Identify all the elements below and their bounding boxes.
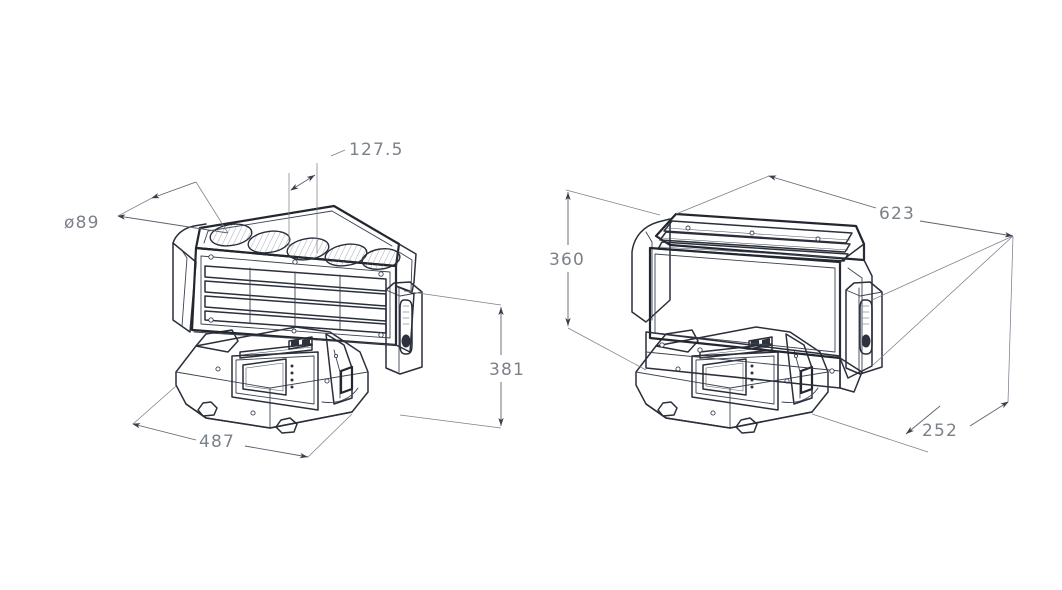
- lens-1: [209, 223, 253, 247]
- dimension-diameter-89: ø89: [64, 181, 229, 234]
- lens-5: [361, 247, 401, 271]
- dimension-height-381: 381: [399, 290, 525, 429]
- dim-label-height-360: 360: [549, 250, 585, 270]
- head-body-left-view: [172, 204, 417, 353]
- dimension-depth-252: 252: [811, 235, 1014, 453]
- dim-label-diameter-89: ø89: [64, 213, 100, 233]
- lens-2: [247, 230, 291, 254]
- dim-label-spacing-127-5: 127.5: [349, 140, 404, 160]
- lens-array-left-view: [209, 223, 401, 271]
- view-right-fixture: [631, 212, 883, 434]
- dim-label-length-623: 623: [879, 204, 915, 224]
- view-left-fixture: [172, 204, 423, 434]
- base-screws: [215, 353, 339, 416]
- head-screws-right: [659, 225, 835, 374]
- dimension-spacing-127-5: 127.5: [288, 140, 404, 253]
- dimension-width-487: 487: [132, 385, 353, 459]
- vent-dividers: [249, 267, 341, 330]
- lens-3: [286, 237, 330, 261]
- yoke-arm-right-right-view: [845, 281, 883, 375]
- head-vent-louvers: [204, 265, 387, 334]
- base-button-dots: [290, 364, 294, 389]
- dim-label-width-487: 487: [199, 432, 235, 452]
- dimension-height-360: 360: [549, 189, 661, 371]
- head-face-screws: [208, 254, 384, 338]
- dim-label-depth-252: 252: [922, 421, 958, 441]
- dimension-length-623: 623: [675, 175, 1014, 301]
- lens-4: [324, 243, 368, 267]
- head-body-right-view: [631, 212, 873, 393]
- dim-label-height-381: 381: [489, 360, 525, 380]
